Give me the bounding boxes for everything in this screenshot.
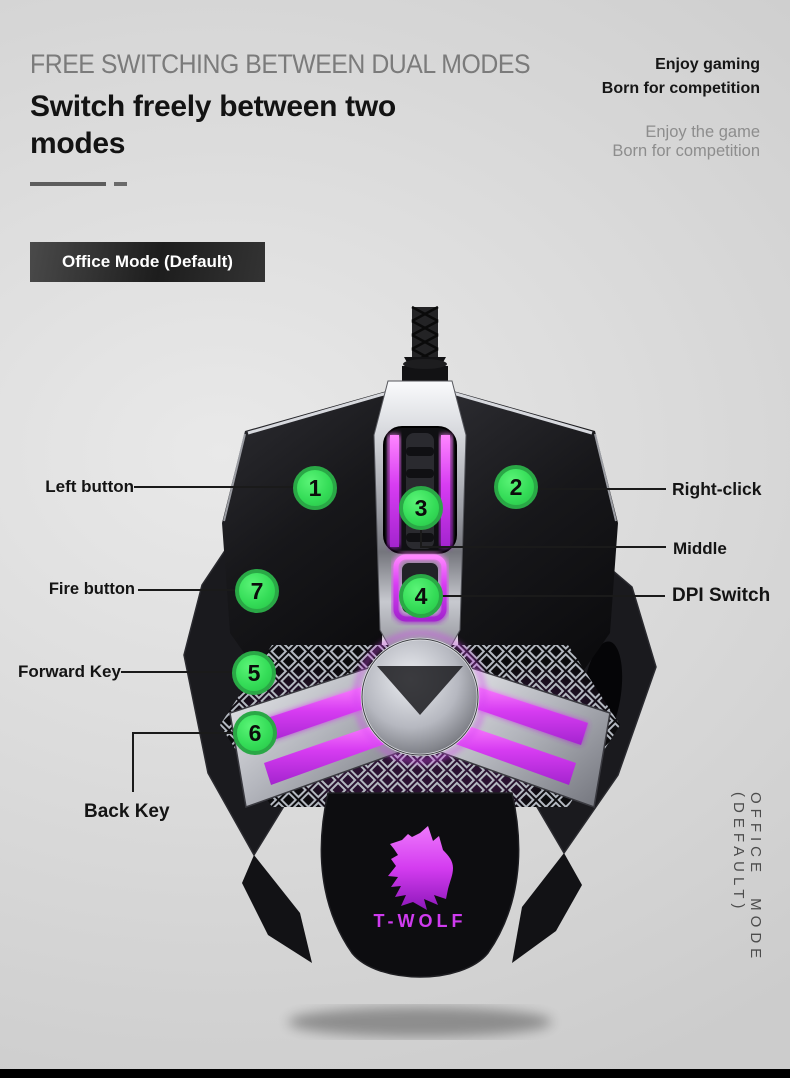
dpi-button-ring bbox=[393, 554, 447, 622]
vertical-mode-note: OFFICE MODE (DEFAULT) bbox=[730, 792, 764, 964]
label-fire-button: Fire button bbox=[48, 580, 135, 598]
thumb-wing-blade bbox=[242, 855, 312, 963]
right-led-slat-2 bbox=[447, 721, 576, 785]
callout-marker-3: 3 bbox=[399, 486, 443, 530]
leader-line-left-button bbox=[134, 486, 296, 488]
callout-marker-2: 2 bbox=[494, 465, 538, 509]
title-divider bbox=[30, 182, 106, 186]
leader-line-middle bbox=[420, 546, 666, 548]
callout-marker-6: 6 bbox=[233, 711, 277, 755]
leader-line-fire bbox=[138, 589, 238, 591]
callout-marker-1: 1 bbox=[293, 466, 337, 510]
label-right-click: Right-click bbox=[672, 479, 762, 499]
callout-number: 3 bbox=[414, 494, 428, 521]
right-button-chrome-edge2 bbox=[594, 433, 617, 522]
callout-number: 2 bbox=[509, 473, 523, 500]
left-button-chrome-edge2 bbox=[223, 433, 246, 522]
tagline-bold-1: Enjoy gaming bbox=[655, 56, 760, 73]
pinky-wing-blade bbox=[512, 853, 582, 963]
label-left-button: Left button bbox=[45, 477, 134, 496]
eyebrow-heading: FREE SWITCHING BETWEEN DUAL MODES bbox=[30, 49, 531, 79]
tagline-light-1: Enjoy the game bbox=[645, 123, 760, 141]
tagline-light-2: Born for competition bbox=[612, 142, 760, 160]
leader-line-right-click bbox=[536, 488, 666, 490]
weight-dial-knob bbox=[353, 630, 487, 764]
wheel-led-right bbox=[441, 435, 450, 547]
gaming-mouse-image: T-WOLF bbox=[183, 305, 657, 1037]
callout-number: 6 bbox=[248, 719, 262, 746]
callout-number: 7 bbox=[250, 577, 264, 604]
callout-marker-4: 4 bbox=[399, 574, 443, 618]
braided-cable bbox=[402, 305, 448, 386]
mouse-shadow bbox=[288, 1007, 552, 1037]
label-forward-key: Forward Key bbox=[18, 662, 121, 681]
left-led-slat-2 bbox=[264, 721, 393, 785]
label-back-key: Back Key bbox=[84, 801, 170, 822]
leader-line-dpi bbox=[440, 595, 665, 597]
callout-marker-5: 5 bbox=[232, 651, 276, 695]
leader-line-forward bbox=[121, 671, 236, 673]
right-led-slat-1 bbox=[459, 683, 588, 745]
wolf-logo bbox=[388, 826, 453, 910]
mode-badge: Office Mode (Default) bbox=[30, 242, 265, 282]
wheel-led-left bbox=[390, 435, 399, 547]
right-button-chrome-edge bbox=[431, 385, 593, 435]
palm-rest: T-WOLF bbox=[320, 792, 520, 978]
mode-badge-label: Office Mode (Default) bbox=[62, 252, 233, 271]
label-dpi-switch: DPI Switch bbox=[672, 585, 771, 606]
left-led-slat-1 bbox=[252, 683, 381, 745]
callout-marker-7: 7 bbox=[235, 569, 279, 613]
left-button-chrome-edge bbox=[247, 385, 409, 435]
callout-number: 5 bbox=[247, 659, 261, 686]
leader-line-back-h bbox=[132, 732, 237, 734]
page-title: Switch freely between two modes bbox=[30, 90, 396, 160]
callout-number: 4 bbox=[414, 582, 428, 609]
brand-text: T-WOLF bbox=[374, 911, 467, 931]
leader-line-back-v bbox=[132, 732, 134, 792]
mouse-illustration: T-WOLF bbox=[150, 295, 690, 1055]
title-divider-dash bbox=[114, 182, 127, 186]
label-middle: Middle bbox=[673, 539, 727, 558]
callout-number: 1 bbox=[308, 474, 322, 501]
tagline-bold-2: Born for competition bbox=[601, 80, 760, 97]
bottom-divider-bar bbox=[0, 1069, 790, 1078]
